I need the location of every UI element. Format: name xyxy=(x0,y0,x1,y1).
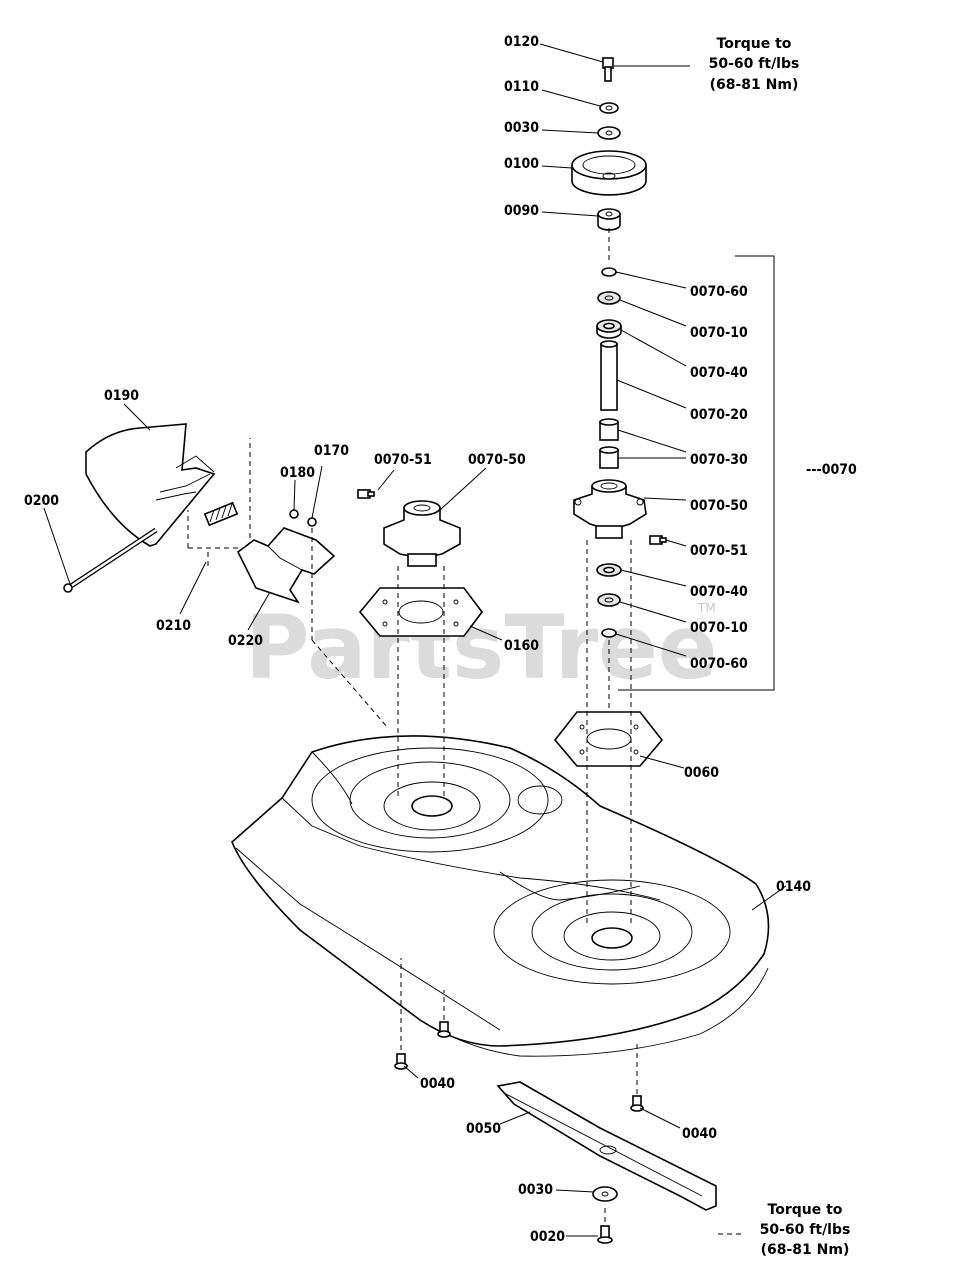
spacer-plate-0160[interactable] xyxy=(358,587,483,637)
label-0070-30[interactable]: 0070-30 xyxy=(690,452,748,468)
spacer-0090[interactable] xyxy=(597,208,621,231)
label-0070-50-right[interactable]: 0070-50 xyxy=(690,498,748,514)
bolt-0040-right[interactable] xyxy=(630,1095,644,1112)
torque-note-bottom-line1: Torque to xyxy=(768,1202,843,1218)
bolt-0040-left-b[interactable] xyxy=(437,1021,451,1038)
part-labels: 0120 0110 0030 0100 0090 0070-60 0070-10… xyxy=(24,34,857,1245)
bearing-seal-0070-10-bottom[interactable] xyxy=(597,593,621,607)
label-0020[interactable]: 0020 xyxy=(530,1229,565,1245)
rod-0200[interactable] xyxy=(63,527,158,593)
label-0170[interactable]: 0170 xyxy=(314,443,349,459)
torque-note-bottom-line3: (68-81 Nm) xyxy=(761,1242,850,1258)
bolt-0120[interactable] xyxy=(602,57,614,82)
label-0070-40-bottom[interactable]: 0070-40 xyxy=(690,584,748,600)
label-0070-10-top[interactable]: 0070-10 xyxy=(690,325,748,341)
bolt-0020[interactable] xyxy=(597,1225,613,1244)
nut-0170[interactable] xyxy=(307,517,317,527)
bearing-0070-40-bottom[interactable] xyxy=(596,563,622,577)
label-0110[interactable]: 0110 xyxy=(504,79,539,95)
label-0100[interactable]: 0100 xyxy=(504,156,539,172)
left-spindle xyxy=(357,489,483,637)
label-0210[interactable]: 0210 xyxy=(156,618,191,634)
spacer-0070-30[interactable] xyxy=(599,418,619,469)
label-0180[interactable]: 0180 xyxy=(280,465,315,481)
torque-note-top: Torque to 50-60 ft/lbs (68-81 Nm) xyxy=(709,36,800,93)
retaining-ring-0070-60-top[interactable] xyxy=(601,267,617,277)
label-0070-50-left[interactable]: 0070-50 xyxy=(468,452,526,468)
spindle-housing-0070-50-right[interactable] xyxy=(573,479,647,539)
label-0040-right[interactable]: 0040 xyxy=(682,1126,717,1142)
torque-note-top-line3: (68-81 Nm) xyxy=(710,77,799,93)
label-0070-51-left[interactable]: 0070-51 xyxy=(374,452,432,468)
torque-note-bottom-line2: 50-60 ft/lbs xyxy=(760,1222,851,1238)
lock-washer-0110[interactable] xyxy=(599,102,619,114)
leader-lines xyxy=(43,43,787,1237)
torque-note-top-line1: Torque to xyxy=(717,36,792,52)
bracket-0220[interactable] xyxy=(236,527,336,604)
spacer-plate-0060[interactable] xyxy=(553,711,664,767)
label-0160[interactable]: 0160 xyxy=(504,638,539,654)
bearing-0070-40-top[interactable] xyxy=(596,319,622,339)
assembly-bracket xyxy=(618,255,775,691)
label-0070-60-top[interactable]: 0070-60 xyxy=(690,284,748,300)
mower-deck-0140[interactable] xyxy=(231,735,770,1057)
torque-note-top-line2: 50-60 ft/lbs xyxy=(709,56,800,72)
discharge-chute-area xyxy=(63,423,336,604)
label-0220[interactable]: 0220 xyxy=(228,633,263,649)
blade-0050[interactable] xyxy=(496,1081,717,1211)
label-0070-10-bottom[interactable]: 0070-10 xyxy=(690,620,748,636)
label-0070-60-bottom[interactable]: 0070-60 xyxy=(690,656,748,672)
label-0030-top[interactable]: 0030 xyxy=(504,120,539,136)
label-0050[interactable]: 0050 xyxy=(466,1121,501,1137)
bolt-0040-left-a[interactable] xyxy=(394,1053,408,1070)
right-spindle-assembly xyxy=(573,255,775,691)
label-0030-bottom[interactable]: 0030 xyxy=(518,1182,553,1198)
watermark-trademark: TM xyxy=(697,601,716,615)
label-0040-left[interactable]: 0040 xyxy=(420,1076,455,1092)
discharge-chute-0190[interactable] xyxy=(85,423,216,547)
spindle-shaft-0070-20[interactable] xyxy=(600,340,618,411)
grease-fitting-0070-51-left[interactable] xyxy=(357,489,375,499)
label-0090[interactable]: 0090 xyxy=(504,203,539,219)
bearing-seal-0070-10-top[interactable] xyxy=(597,291,621,305)
washer-0030-bottom[interactable] xyxy=(592,1186,618,1202)
label-0070-51-right[interactable]: 0070-51 xyxy=(690,543,748,559)
spring-0210[interactable] xyxy=(203,501,239,527)
nut-0180[interactable] xyxy=(289,509,299,519)
label-0060[interactable]: 0060 xyxy=(684,765,719,781)
label-0070-assembly[interactable]: ---0070 xyxy=(806,462,857,478)
grease-fitting-0070-51-right[interactable] xyxy=(649,535,667,545)
spindle-housing-0070-50-left[interactable] xyxy=(383,500,461,567)
label-0120[interactable]: 0120 xyxy=(504,34,539,50)
torque-note-bottom: Torque to 50-60 ft/lbs (68-81 Nm) xyxy=(760,1202,851,1258)
label-0200[interactable]: 0200 xyxy=(24,493,59,509)
label-0190[interactable]: 0190 xyxy=(104,388,139,404)
label-0070-40-top[interactable]: 0070-40 xyxy=(690,365,748,381)
flat-washer-0030-top[interactable] xyxy=(597,126,621,140)
pulley-0100[interactable] xyxy=(571,150,647,196)
label-0070-20[interactable]: 0070-20 xyxy=(690,407,748,423)
label-0140[interactable]: 0140 xyxy=(776,879,811,895)
retaining-ring-0070-60-bottom[interactable] xyxy=(601,628,617,638)
alignment-lines xyxy=(311,228,742,1235)
top-pulley-assembly xyxy=(571,57,647,231)
